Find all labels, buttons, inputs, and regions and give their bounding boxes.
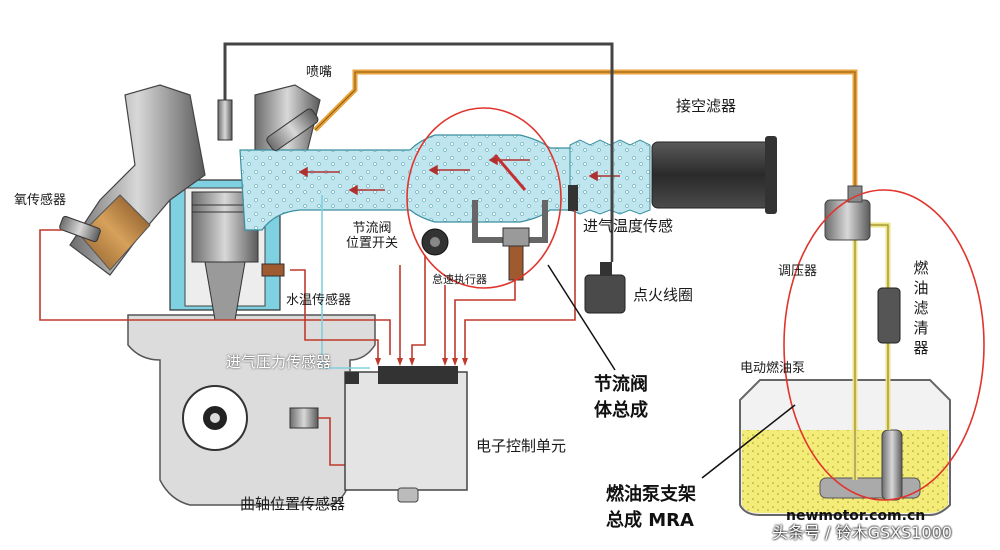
label-intake-pressure-sensor: 进气压力传感器 <box>226 353 332 371</box>
electric-fuel-pump <box>881 429 903 501</box>
connecting-rod <box>204 261 246 321</box>
signal-wires <box>290 195 614 369</box>
fuel-filter <box>877 287 901 344</box>
top-sensor-wire <box>217 42 614 230</box>
injector <box>266 108 319 151</box>
exhaust-manifold <box>69 84 206 276</box>
mra-leader <box>701 404 796 479</box>
throttle-body-leader <box>547 264 616 371</box>
oxygen-sensor <box>39 215 391 355</box>
label-crank-position-sensor: 曲轴位置传感器 <box>240 495 346 513</box>
label-fuel-filter: 燃油滤清器 <box>913 259 929 357</box>
fuel-return-lines <box>852 210 891 480</box>
ecu-box <box>344 366 468 503</box>
label-throttle-position-switch: 节流阀 位置开关 <box>346 221 399 251</box>
crank-position-sensor <box>289 407 345 466</box>
engine-block <box>127 314 376 506</box>
label-electric-fuel-pump: 电动燃油泵 <box>740 361 806 376</box>
label-ecu: 电子控制单元 <box>476 437 567 455</box>
intake-temp-sensor <box>568 185 578 211</box>
fuel-tank <box>739 379 951 516</box>
label-throttle-body-assembly: 节流阀 体总成 <box>594 374 648 421</box>
label-air-filter: 接空滤器 <box>676 97 737 115</box>
label-injector: 喷嘴 <box>306 65 333 80</box>
watermark-author: 头条号 / 铃木GSXS1000 <box>772 523 952 542</box>
coolant-temp-sensor <box>261 263 285 277</box>
label-oxygen-sensor: 氧传感器 <box>14 193 67 208</box>
label-pressure-regulator: 调压器 <box>778 264 818 279</box>
label-coolant-temp-sensor: 水温传感器 <box>286 293 352 308</box>
ignition-coil <box>584 262 626 314</box>
throttle-body-highlight <box>406 107 562 289</box>
label-idle-actuator: 怠速执行器 <box>432 273 487 286</box>
intake-air-pipe <box>239 134 651 231</box>
label-ignition-coil: 点火线圈 <box>633 286 694 304</box>
label-intake-temp-sensor: 进气温度传感 <box>583 217 674 235</box>
fuel-pump-highlight <box>783 189 985 501</box>
label-fuel-pump-bracket-assembly: 燃油泵支架 总成 MRA <box>606 484 696 531</box>
watermark-site: newmotor.com.cn <box>786 508 926 524</box>
fuel-line <box>266 69 858 195</box>
air-filter-hose <box>651 136 777 214</box>
throttle-position-switch <box>421 228 449 256</box>
